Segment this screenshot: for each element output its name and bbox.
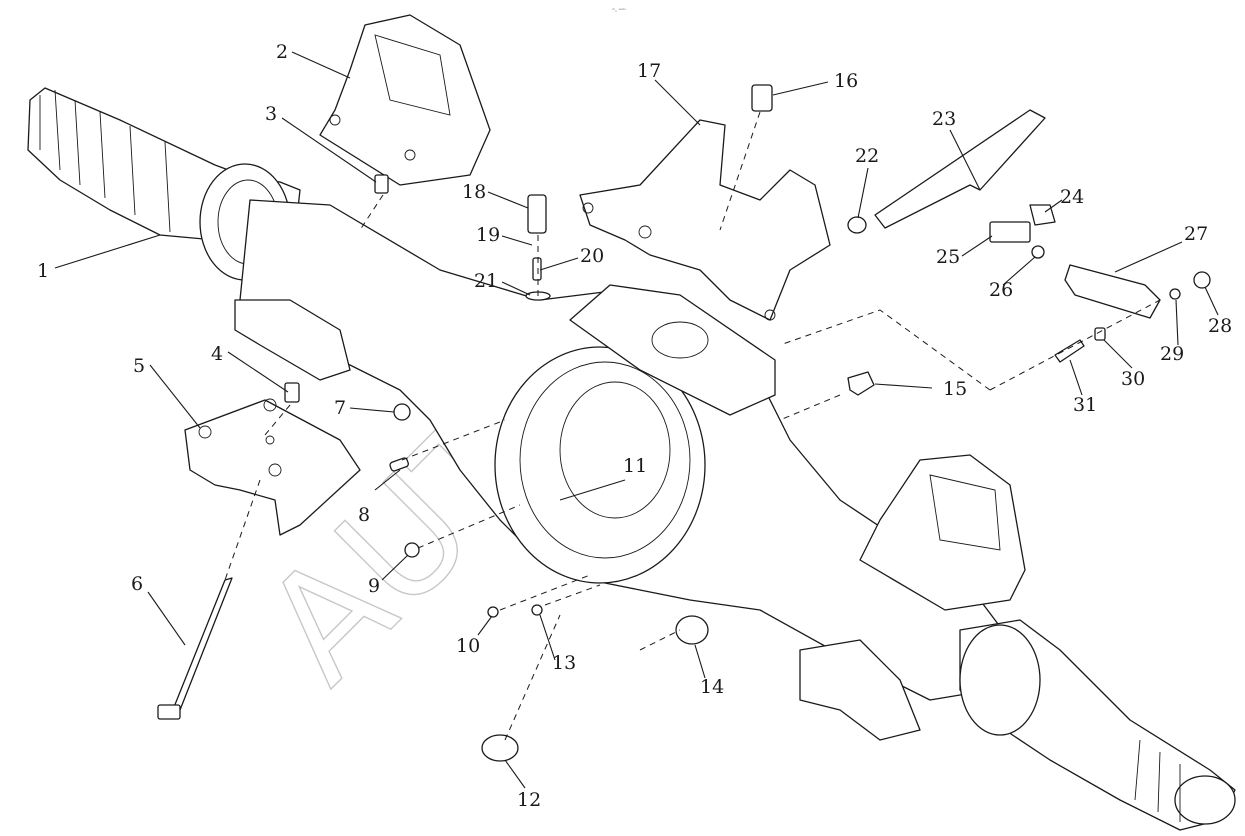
axle-housing (27, 87, 1236, 831)
part-20-pin (532, 257, 542, 281)
callout-28: 28 (1208, 315, 1232, 337)
callout-17: 17 (637, 60, 661, 82)
part-15-bolt (847, 371, 875, 396)
callout-5: 5 (133, 355, 145, 377)
callout-27: 27 (1184, 223, 1208, 245)
part-14-cap (675, 615, 709, 645)
differential-bowl (494, 346, 706, 584)
part-30-spacer (1094, 327, 1106, 341)
part-28-nut (1193, 271, 1211, 289)
callout-11: 11 (623, 455, 647, 477)
callout-19: 19 (476, 224, 500, 246)
spring-seat-left (319, 14, 491, 186)
callout-18: 18 (462, 181, 486, 203)
header-mark: ᵐₙ ᵃᵘᵗᵒ (612, 8, 626, 14)
left-lower-bracket (234, 299, 351, 381)
part-22-washer (847, 216, 867, 234)
part-26-nut (1031, 245, 1045, 259)
callout-1: 1 (37, 260, 49, 282)
left-spline-lines (39, 89, 171, 233)
lower-plate-left (184, 398, 361, 536)
part-3-bushing (374, 174, 389, 194)
lower-plate-right (799, 639, 921, 741)
callout-14: 14 (700, 676, 724, 698)
part-7-nut (393, 403, 411, 421)
leader-lines (54, 51, 1219, 789)
callout-3: 3 (265, 103, 277, 125)
callout-29: 29 (1160, 343, 1184, 365)
top-plate-opening (651, 321, 709, 359)
callout-22: 22 (855, 145, 879, 167)
part-27-adjuster (1064, 264, 1161, 319)
right-spindle-end (1174, 775, 1236, 825)
part-29-washer (1169, 288, 1181, 300)
part-6-bolt (171, 577, 233, 713)
assembly-lines (224, 111, 1161, 741)
callout-10: 10 (456, 635, 480, 657)
callout-6: 6 (131, 573, 143, 595)
callout-8: 8 (358, 504, 370, 526)
part-12-plug (481, 734, 519, 762)
part-16-bolt (751, 84, 773, 112)
part-18-sensor (527, 194, 547, 234)
part-23-lever (874, 109, 1046, 229)
part-31-stud (1054, 339, 1085, 363)
part-6-bolt-head (157, 704, 181, 720)
part-10-plug (487, 606, 499, 618)
callout-7: 7 (334, 397, 346, 419)
top-mount-plate (569, 284, 776, 416)
callout-12: 12 (517, 789, 541, 811)
right-flange (959, 624, 1041, 736)
part-8-pin (389, 457, 409, 472)
part-13-plug (531, 604, 543, 616)
callout-9: 9 (368, 575, 380, 597)
part-25-clevis (989, 221, 1031, 243)
callout-2: 2 (276, 41, 288, 63)
callout-20: 20 (580, 245, 604, 267)
part-4-bushing (284, 382, 300, 403)
callout-21: 21 (474, 270, 498, 292)
differential-bowl-inner (519, 361, 691, 559)
callout-23: 23 (932, 108, 956, 130)
callouts: 1 2 3 4 5 6 7 8 9 10 11 12 13 14 15 16 1… (37, 41, 1232, 811)
right-spline-lines (1134, 739, 1181, 822)
callout-30: 30 (1121, 368, 1145, 390)
callout-26: 26 (989, 279, 1013, 301)
callout-31: 31 (1073, 394, 1097, 416)
callout-4: 4 (211, 343, 223, 365)
part-9-nut (404, 542, 420, 558)
callout-15: 15 (943, 378, 967, 400)
callout-24: 24 (1060, 186, 1084, 208)
brake-bracket (579, 119, 831, 321)
spring-seat-right (799, 454, 1026, 741)
callout-25: 25 (936, 246, 960, 268)
callout-16: 16 (834, 70, 858, 92)
differential-bowl-core (559, 381, 671, 519)
callout-13: 13 (552, 652, 576, 674)
